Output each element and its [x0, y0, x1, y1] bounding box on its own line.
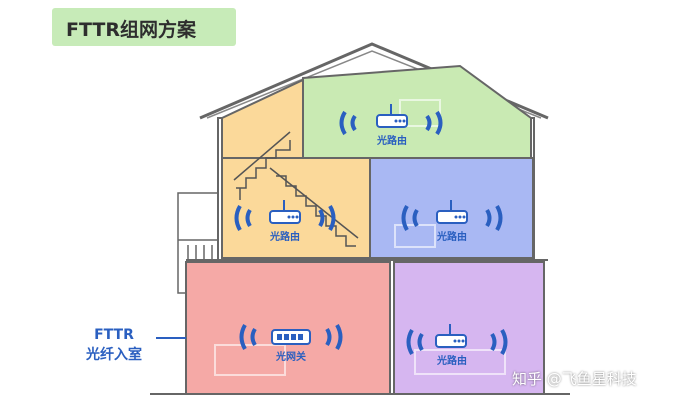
- room-attic-green: [302, 64, 532, 159]
- title-banner: FTTR组网方案: [52, 8, 236, 46]
- router-blue-room: 光路由: [401, 200, 503, 243]
- router-label: 光路由: [436, 230, 467, 243]
- router-stairwell: 光路由: [234, 200, 336, 243]
- room-living-red: [185, 261, 391, 395]
- room-dining-purple: [393, 261, 545, 395]
- caption-pointer-line: [156, 337, 186, 339]
- router-label: 光路由: [436, 354, 467, 367]
- router-green-room: 光路由: [339, 104, 443, 147]
- page-title: FTTR组网方案: [66, 19, 196, 41]
- staircase: [233, 131, 359, 247]
- router-purple-room: 光路由: [406, 324, 508, 367]
- caption-line-2: 光纤入室: [86, 347, 142, 363]
- gateway-living-room: 光网关: [239, 323, 343, 363]
- watermark: 知乎 @飞鱼星科技: [512, 370, 637, 388]
- caption-line-1: FTTR: [94, 327, 134, 343]
- gateway-label: 光网关: [275, 350, 306, 363]
- room-stairwell-orange: [221, 157, 371, 259]
- fiber-caption: FTTR 光纤入室: [86, 325, 142, 365]
- router-label: 光路由: [376, 134, 407, 147]
- router-label: 光路由: [269, 230, 300, 243]
